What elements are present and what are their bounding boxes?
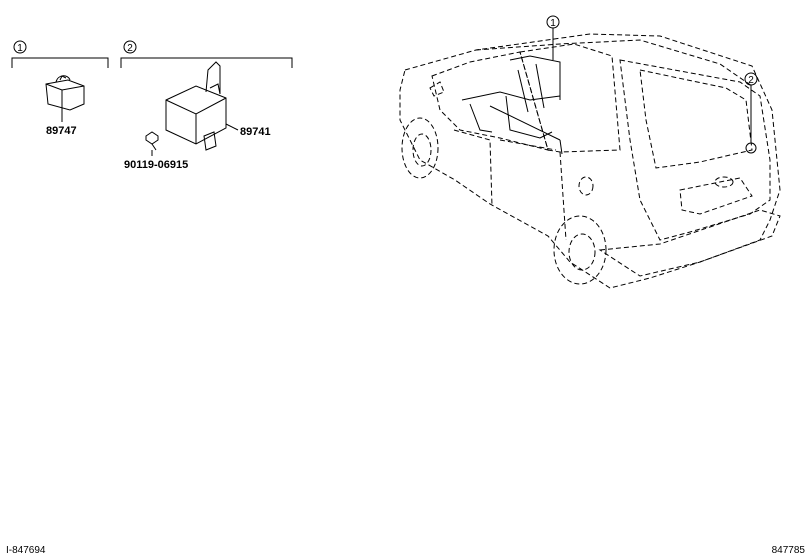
control-unit-drawing[interactable] [165, 61, 239, 151]
bolt-drawing[interactable] [145, 131, 159, 156]
vehicle-callout-1-label: 1 [550, 18, 556, 29]
vehicle-callout-2[interactable]: 2 [744, 72, 758, 154]
vehicle-callout-1[interactable]: 1 [546, 15, 560, 60]
part-number-89747[interactable]: 89747 [46, 125, 77, 137]
group-1-bracket [11, 57, 109, 68]
part-number-89741[interactable]: 89741 [240, 126, 271, 138]
callout-2-label[interactable]: 2 [127, 43, 133, 54]
group-2-header: 2 [120, 40, 293, 68]
callout-1-label[interactable]: 1 [17, 43, 23, 54]
part-number-bolt[interactable]: 90119-06915 [124, 159, 188, 171]
footer-right-code: 847785 [772, 545, 806, 556]
vehicle-callout-2-label: 2 [748, 75, 754, 86]
buzzer-part-drawing[interactable] [45, 75, 85, 122]
vehicle-outline [399, 33, 781, 289]
callout-2-circle [123, 40, 137, 54]
callout-1-circle [13, 40, 27, 54]
footer-left-code: I-847694 [6, 545, 46, 556]
group-1-header: 1 [11, 40, 109, 68]
group-2-bracket [120, 57, 293, 68]
